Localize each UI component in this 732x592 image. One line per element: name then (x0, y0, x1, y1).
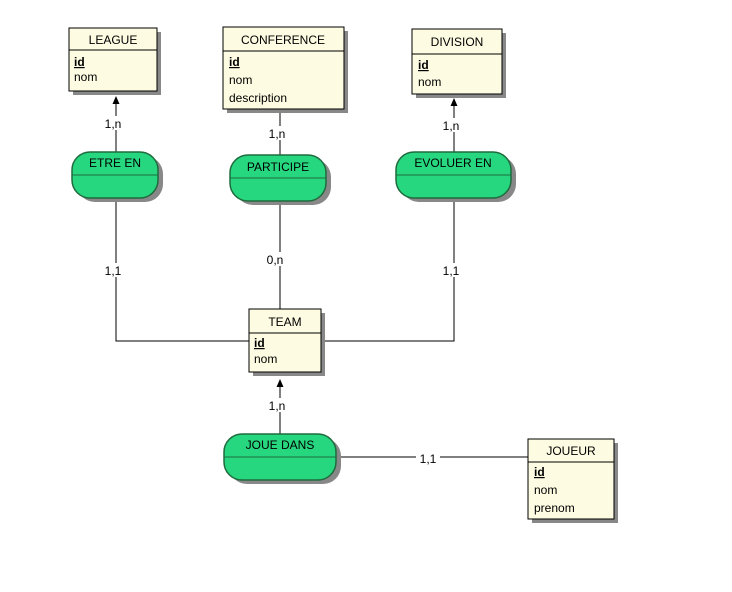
cardinality-evoluer-en-team: 1,1 (443, 264, 460, 278)
relation-label: PARTICIPE (247, 160, 309, 174)
cardinality-division-evoluer-en: 1,n (443, 119, 460, 133)
entity-key-attribute: id (74, 55, 85, 69)
cardinality-joue-dans-joueur: 1,1 (420, 452, 437, 466)
entity-title: CONFERENCE (241, 33, 325, 47)
cardinality-etre-en-team: 1,1 (105, 264, 122, 278)
entity-joueur[interactable]: JOUEUR id nom prenom (527, 438, 618, 523)
cardinalities: 1,n 1,n 1,n 1,1 0,n 1,1 1,n 1,1 (101, 116, 463, 466)
entity-attribute: nom (418, 75, 441, 89)
relation-label: EVOLUER EN (414, 156, 491, 170)
entity-attribute: nom (229, 73, 252, 87)
arrow-up-icon (112, 96, 120, 104)
link-etre-en-team (115, 198, 249, 342)
cardinality-team-joue-dans: 1,n (269, 399, 286, 413)
entity-key-attribute: id (254, 336, 265, 350)
entity-conference[interactable]: CONFERENCE id nom description (222, 26, 348, 113)
cardinality-conference-participe: 1,n (269, 127, 286, 141)
entity-team[interactable]: TEAM id nom (248, 308, 325, 376)
entity-division[interactable]: DIVISION id nom (411, 28, 506, 98)
arrow-up-icon (450, 98, 458, 106)
link-evoluer-en-team (321, 198, 455, 342)
relation-label: ETRE EN (89, 156, 141, 170)
cardinality-league-etre-en: 1,n (105, 117, 122, 131)
entity-title: JOUEUR (546, 444, 596, 458)
relation-label: JOUE DANS (246, 438, 315, 452)
entity-key-attribute: id (534, 465, 545, 479)
arrow-up-icon (276, 379, 284, 387)
relation-evoluer-en[interactable]: EVOLUER EN (395, 151, 516, 202)
entity-attribute: prenom (534, 501, 575, 515)
entity-attribute: description (229, 91, 287, 105)
entity-title: LEAGUE (89, 33, 138, 47)
entity-key-attribute: id (418, 58, 429, 72)
relation-etre-en[interactable]: ETRE EN (71, 151, 163, 202)
cardinality-participe-team: 0,n (267, 253, 284, 267)
entity-title: TEAM (268, 315, 301, 329)
entity-attribute: nom (534, 483, 557, 497)
entity-league[interactable]: LEAGUE id nom (68, 27, 161, 95)
connectors (112, 96, 528, 458)
entity-key-attribute: id (229, 55, 240, 69)
relation-joue-dans[interactable]: JOUE DANS (223, 433, 341, 484)
relation-participe[interactable]: PARTICIPE (229, 154, 331, 205)
entity-attribute: nom (74, 70, 97, 84)
entity-attribute: nom (254, 352, 277, 366)
entity-title: DIVISION (431, 35, 484, 49)
